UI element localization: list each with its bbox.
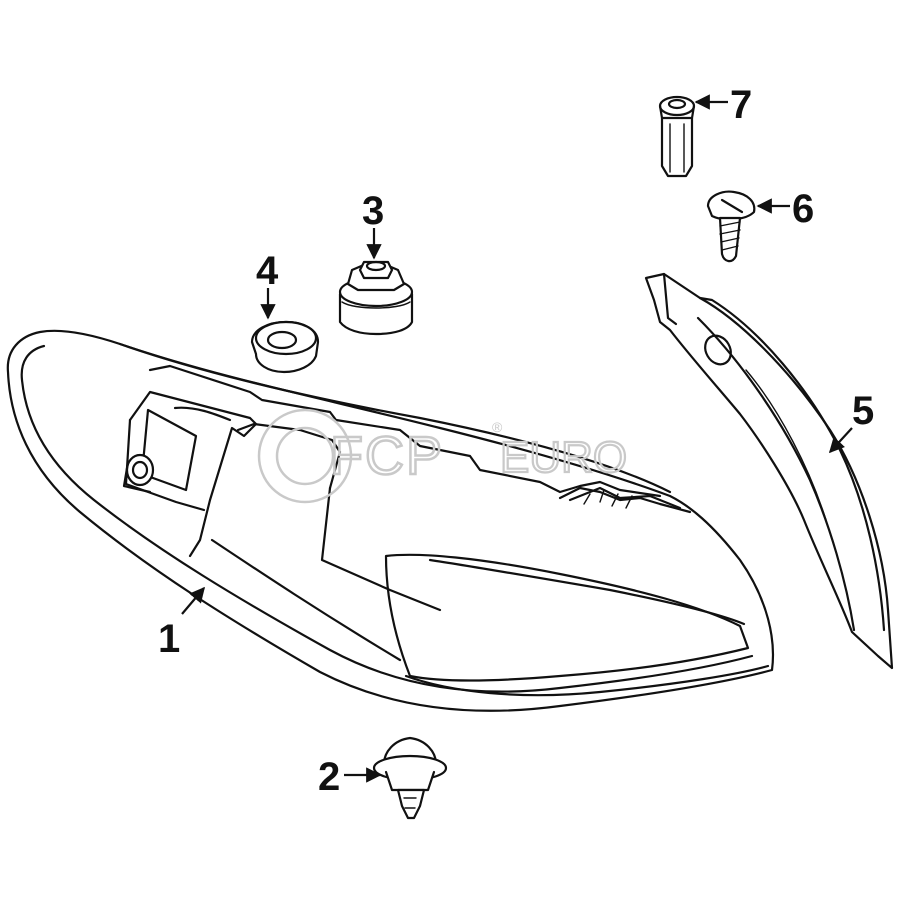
watermark-registered: ®: [492, 419, 503, 435]
callout-2: 2: [318, 755, 382, 799]
callout-3: 3: [362, 189, 384, 260]
callout-7: 7: [694, 83, 752, 127]
callout-label-3: 3: [362, 189, 384, 233]
callout-label-1: 1: [158, 617, 180, 661]
callout-1: 1: [158, 586, 205, 661]
callout-label-6: 6: [792, 187, 814, 231]
grommet-washer: [250, 320, 320, 374]
callout-4: 4: [256, 249, 279, 320]
mounting-nut: [338, 260, 414, 336]
watermark-brand: FCP: [330, 426, 444, 486]
watermark: FCP EURO ®: [257, 408, 628, 504]
callout-label-2: 2: [318, 755, 340, 799]
watermark-suffix: EURO: [500, 433, 627, 482]
callout-label-4: 4: [256, 249, 279, 293]
callout-6: 6: [756, 187, 814, 231]
screw: [706, 190, 756, 263]
callout-5: 5: [828, 389, 874, 454]
callout-label-5: 5: [852, 389, 874, 433]
nut-insert: [658, 95, 696, 178]
push-pin-clip: [372, 736, 448, 820]
callout-label-7: 7: [730, 83, 752, 127]
tail-lamp-assembly: [6, 329, 775, 712]
